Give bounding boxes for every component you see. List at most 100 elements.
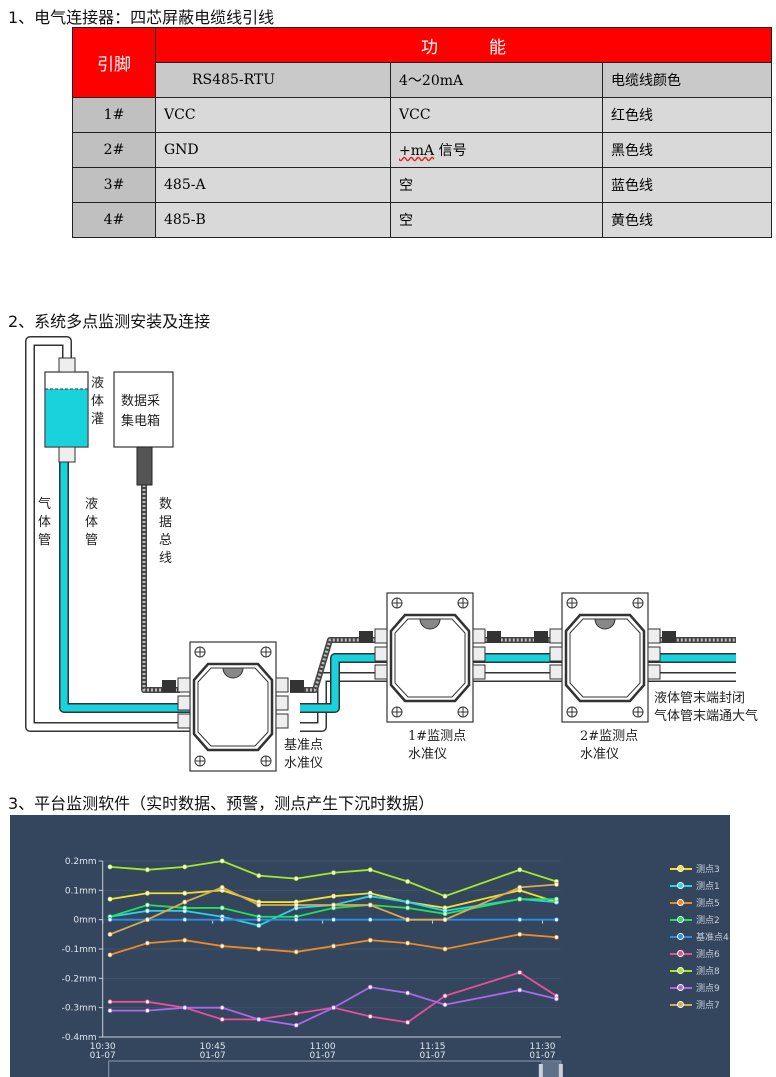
pin-cell: 3# bbox=[72, 167, 156, 203]
pipe-fitting bbox=[472, 664, 486, 680]
pipe-fitting bbox=[177, 713, 191, 729]
data-point bbox=[219, 943, 225, 949]
screw-cross bbox=[392, 598, 402, 608]
pipe-fitting bbox=[275, 677, 289, 693]
pipe-fitting bbox=[472, 628, 486, 644]
data-point bbox=[517, 867, 523, 873]
daq-box-label: 数据采集电箱 bbox=[121, 394, 161, 429]
legend-label: 测点2 bbox=[696, 916, 720, 926]
ma-cell: +mA 信号 bbox=[390, 132, 603, 168]
ma-cell: 空 bbox=[390, 167, 603, 203]
datazoom-window bbox=[540, 1061, 561, 1077]
data-point bbox=[107, 952, 113, 958]
y-tick-label: 0.1mm bbox=[65, 886, 97, 896]
series-基准点4 bbox=[107, 917, 559, 923]
color-cell: 蓝色线 bbox=[602, 167, 772, 203]
legend-label: 测点3 bbox=[696, 865, 720, 875]
data-point bbox=[107, 896, 113, 902]
legend-dot-icon bbox=[677, 984, 684, 991]
pipe-fitting bbox=[472, 646, 486, 662]
section-1-title: 1、电气连接器：四芯屏蔽电缆线引线 bbox=[8, 8, 275, 27]
data-point bbox=[219, 858, 225, 864]
legend-label: 测点9 bbox=[696, 984, 720, 994]
x-tick-date: 01-07 bbox=[90, 1051, 116, 1061]
data-point bbox=[182, 1005, 188, 1011]
data-point bbox=[107, 1008, 113, 1014]
y-tick-label: -0.1mm bbox=[62, 945, 97, 955]
sensor-cap bbox=[419, 618, 441, 630]
rs485-cell: 485-A bbox=[155, 167, 391, 203]
section-2-title: 2、系统多点监测安装及连接 bbox=[8, 312, 211, 331]
series-测点8 bbox=[107, 858, 559, 899]
data-point bbox=[293, 876, 299, 881]
base-point-label: 基准点 bbox=[284, 738, 324, 753]
data-point bbox=[256, 902, 262, 908]
sensor-cap bbox=[594, 618, 616, 630]
data-bus-label: 数据总线 bbox=[159, 497, 173, 566]
datazoom-handle-left bbox=[538, 1064, 543, 1077]
data-point bbox=[145, 917, 150, 923]
data-point bbox=[145, 999, 150, 1005]
pipe-fitting bbox=[647, 664, 661, 680]
series-line bbox=[109, 860, 557, 898]
pin-cell: 2# bbox=[72, 132, 156, 168]
screw-cross bbox=[633, 598, 643, 608]
table-row: 1# VCC VCC 红色线 bbox=[72, 97, 772, 133]
data-point bbox=[107, 864, 113, 870]
ma-text: 信号 bbox=[434, 143, 467, 159]
data-point bbox=[405, 917, 411, 923]
y-tick-label: -0.2mm bbox=[62, 974, 97, 984]
tank-label: 液体灌 bbox=[91, 376, 105, 427]
series-测点7 bbox=[107, 882, 559, 937]
base-level-label: 水准仪 bbox=[284, 756, 324, 771]
data-point bbox=[442, 911, 448, 917]
level-body-inner bbox=[569, 618, 641, 698]
screw-cross bbox=[195, 647, 205, 657]
ma-cell: 空 bbox=[390, 202, 603, 238]
x-tick-date: 01-07 bbox=[419, 1051, 445, 1061]
data-point bbox=[331, 943, 336, 949]
data-point bbox=[256, 923, 262, 928]
data-point bbox=[145, 902, 150, 908]
data-point bbox=[219, 1016, 225, 1022]
series-line bbox=[110, 986, 557, 1027]
ma-prefix: +mA bbox=[399, 143, 435, 159]
chart-svg: 0.2mm0.1mm0mm-0.1mm-0.2mm-0.3mm-0.4mm10:… bbox=[62, 857, 563, 1077]
color-cell: 红色线 bbox=[602, 97, 772, 133]
data-point bbox=[367, 867, 373, 873]
data-point bbox=[145, 890, 150, 896]
ma-cell: VCC bbox=[390, 97, 603, 133]
data-point bbox=[367, 937, 373, 943]
color-cell: 黄色线 bbox=[602, 202, 772, 238]
pipe-fitting bbox=[647, 628, 661, 644]
x-tick-date: 01-07 bbox=[529, 1051, 555, 1061]
data-point bbox=[405, 940, 411, 946]
legend-label: 测点1 bbox=[696, 882, 720, 892]
screw-cross bbox=[261, 647, 271, 657]
data-point bbox=[367, 893, 373, 899]
table-row: 4# 485-B 空 黄色线 bbox=[72, 202, 772, 238]
section-3-title: 3、平台监测软件（实时数据、预警，测点产生下沉时数据） bbox=[8, 794, 435, 813]
data-point bbox=[367, 984, 373, 990]
bus-connector bbox=[359, 631, 373, 643]
data-point bbox=[182, 899, 188, 905]
pipe-fitting bbox=[647, 646, 661, 662]
gas-pipe-label: 气体管 bbox=[38, 497, 52, 548]
y-tick-label: -0.3mm bbox=[62, 1004, 97, 1014]
subheader-rs485: RS485-RTU bbox=[155, 62, 391, 98]
y-tick-label: 0.2mm bbox=[65, 857, 97, 867]
legend-dot-icon bbox=[677, 967, 684, 974]
legend-dot-icon bbox=[677, 933, 684, 940]
data-point bbox=[256, 946, 262, 952]
pipe-fitting bbox=[549, 646, 563, 662]
data-point bbox=[182, 917, 188, 923]
legend-label: 测点8 bbox=[696, 967, 720, 977]
data-point bbox=[331, 1005, 336, 1011]
data-point bbox=[517, 896, 523, 902]
pipe-fitting bbox=[275, 713, 289, 729]
bus-connector bbox=[534, 631, 548, 643]
screw-cross bbox=[567, 598, 577, 608]
series-line bbox=[109, 898, 557, 918]
